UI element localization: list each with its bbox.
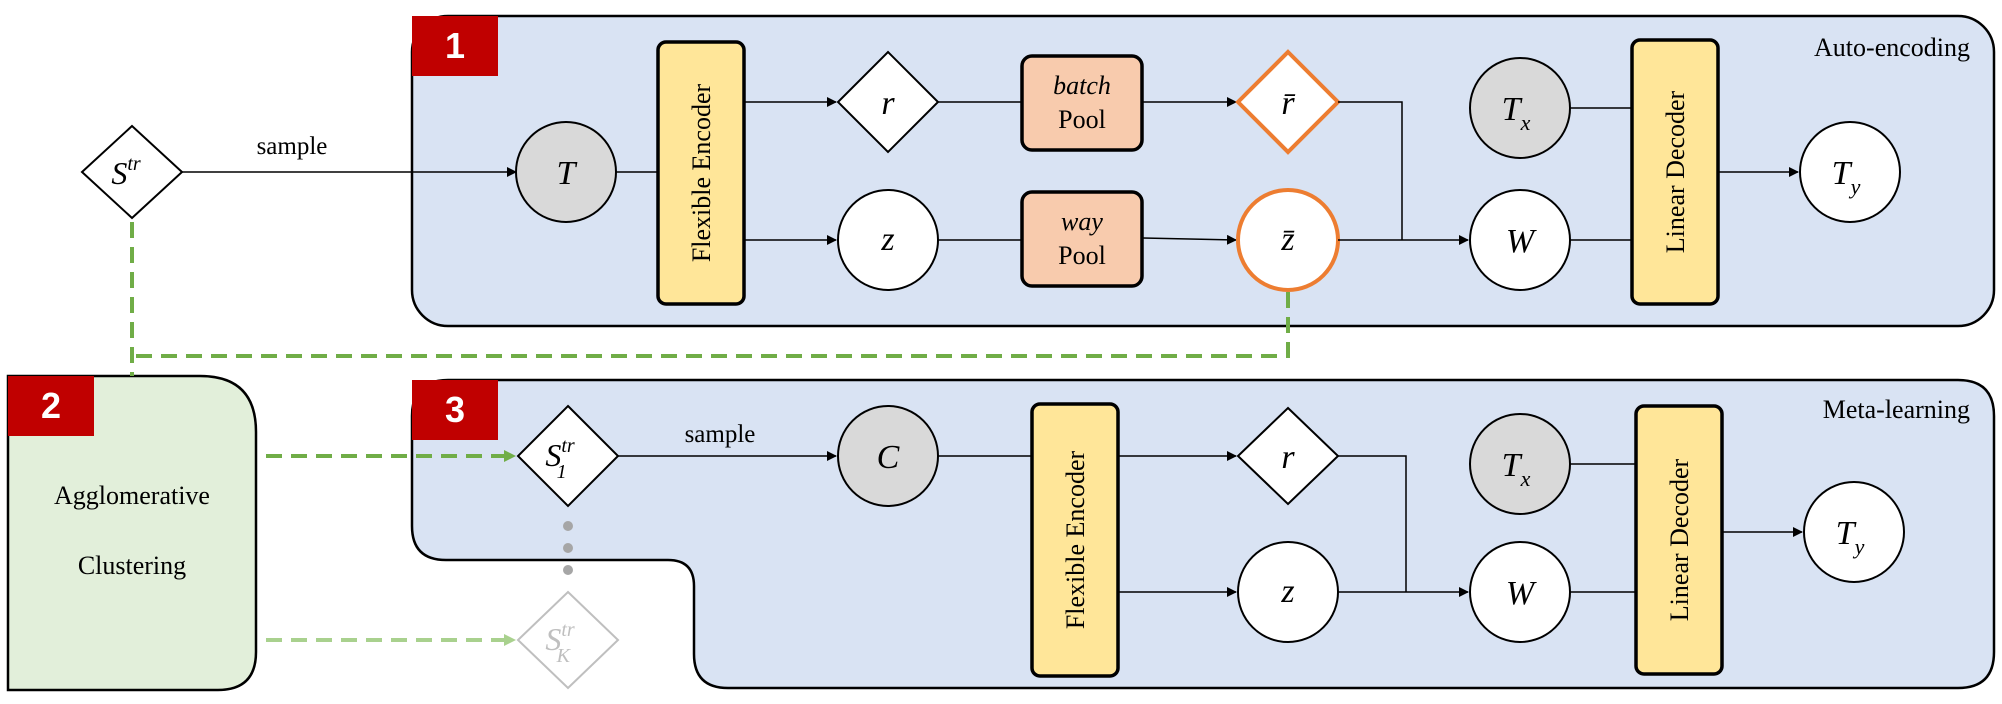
sample-label-2: sample — [685, 421, 756, 448]
z-label-2: z — [1280, 573, 1294, 610]
tx-1-main: T — [1502, 91, 1523, 128]
t-label: T — [557, 155, 578, 192]
flexible-encoder-2-label: Flexible Encoder — [1061, 450, 1090, 629]
s1-tr-node — [516, 404, 620, 508]
s-tr-label: Str — [111, 153, 141, 191]
z-label: z — [880, 221, 894, 258]
panel-meta-learning — [410, 378, 1996, 690]
sk-sub: K — [556, 645, 572, 667]
linear-decoder-2-label: Linear Decoder — [1665, 458, 1694, 621]
w-label-1: W — [1506, 223, 1537, 260]
ty-node-2 — [1803, 481, 1905, 583]
c-label: C — [877, 439, 900, 476]
panel-auto-encoding — [410, 14, 1996, 328]
sk-main: S — [545, 621, 561, 657]
flexible-encoder-1 — [656, 40, 746, 306]
s1-tr-label: Str 1 — [545, 435, 575, 483]
dashed-zbar-to-clustering — [132, 292, 1290, 358]
r-label: r — [881, 85, 895, 122]
panel-3-title: Meta-learning — [1823, 395, 1970, 424]
ty-2-sub: y — [1853, 534, 1865, 559]
w-label-2: W — [1506, 575, 1537, 612]
clustering-box — [6, 374, 258, 692]
ty-label-2: Ty — [1836, 515, 1865, 559]
clustering-line-2: Clustering — [78, 551, 186, 580]
way-pool-top: way — [1061, 207, 1103, 236]
batch-pool-bottom: Pool — [1058, 105, 1106, 134]
ellipsis-dot-3 — [563, 565, 573, 575]
s-tr-sup: tr — [127, 153, 141, 175]
ty-node-1 — [1799, 121, 1901, 223]
ty-1-main: T — [1832, 155, 1853, 192]
panel-1-title: Auto-encoding — [1814, 33, 1970, 62]
rbar-to-w-edge — [1338, 101, 1403, 240]
s1-main: S — [545, 437, 561, 473]
ty-2-main: T — [1836, 515, 1857, 552]
r-bar-label: r̄ — [1281, 85, 1296, 122]
ellipsis-dot-1 — [563, 521, 573, 531]
s1-sup: tr — [561, 435, 575, 457]
batch-pool-top: batch — [1053, 71, 1111, 100]
r-node-2 — [1236, 406, 1340, 506]
tx-label-2: Tx — [1502, 447, 1531, 491]
ty-label-1: Ty — [1832, 155, 1861, 199]
badge-1 — [412, 16, 498, 76]
r-bar-node — [1235, 49, 1341, 155]
way-pool-box — [1020, 190, 1144, 288]
r2-to-w-edge — [1338, 455, 1407, 592]
sk-tr-node — [516, 590, 620, 690]
s-tr-main: S — [111, 155, 127, 191]
batch-pool-box — [1020, 54, 1144, 152]
sk-sup: tr — [561, 619, 575, 641]
clustering-line-1: Agglomerative — [54, 481, 210, 510]
linear-decoder-1-label: Linear Decoder — [1661, 90, 1690, 253]
badge-2-label: 2 — [41, 385, 61, 426]
way-pool-to-zbar-edge — [1141, 234, 1237, 245]
linear-decoder-2 — [1634, 404, 1724, 676]
tx-2-sub: x — [1520, 466, 1531, 491]
tx-2-main: T — [1502, 447, 1523, 484]
s-tr-node — [80, 124, 184, 220]
ellipsis-dot-2 — [563, 543, 573, 553]
z-bar-label: z̄ — [1280, 221, 1295, 258]
ty-1-sub: y — [1849, 174, 1861, 199]
flexible-encoder-2 — [1030, 402, 1120, 678]
sample-label-1: sample — [257, 133, 328, 160]
tx-1-sub: x — [1520, 110, 1531, 135]
badge-1-label: 1 — [445, 25, 465, 66]
badge-3-label: 3 — [445, 389, 465, 430]
flexible-encoder-1-label: Flexible Encoder — [687, 83, 716, 262]
badge-2 — [8, 376, 94, 436]
r-label-2: r — [1281, 439, 1295, 476]
s1-sub: 1 — [557, 461, 567, 483]
r-node — [836, 50, 940, 154]
way-pool-bottom: Pool — [1058, 241, 1106, 270]
badge-3 — [412, 380, 498, 440]
tx-label-1: Tx — [1502, 91, 1531, 135]
